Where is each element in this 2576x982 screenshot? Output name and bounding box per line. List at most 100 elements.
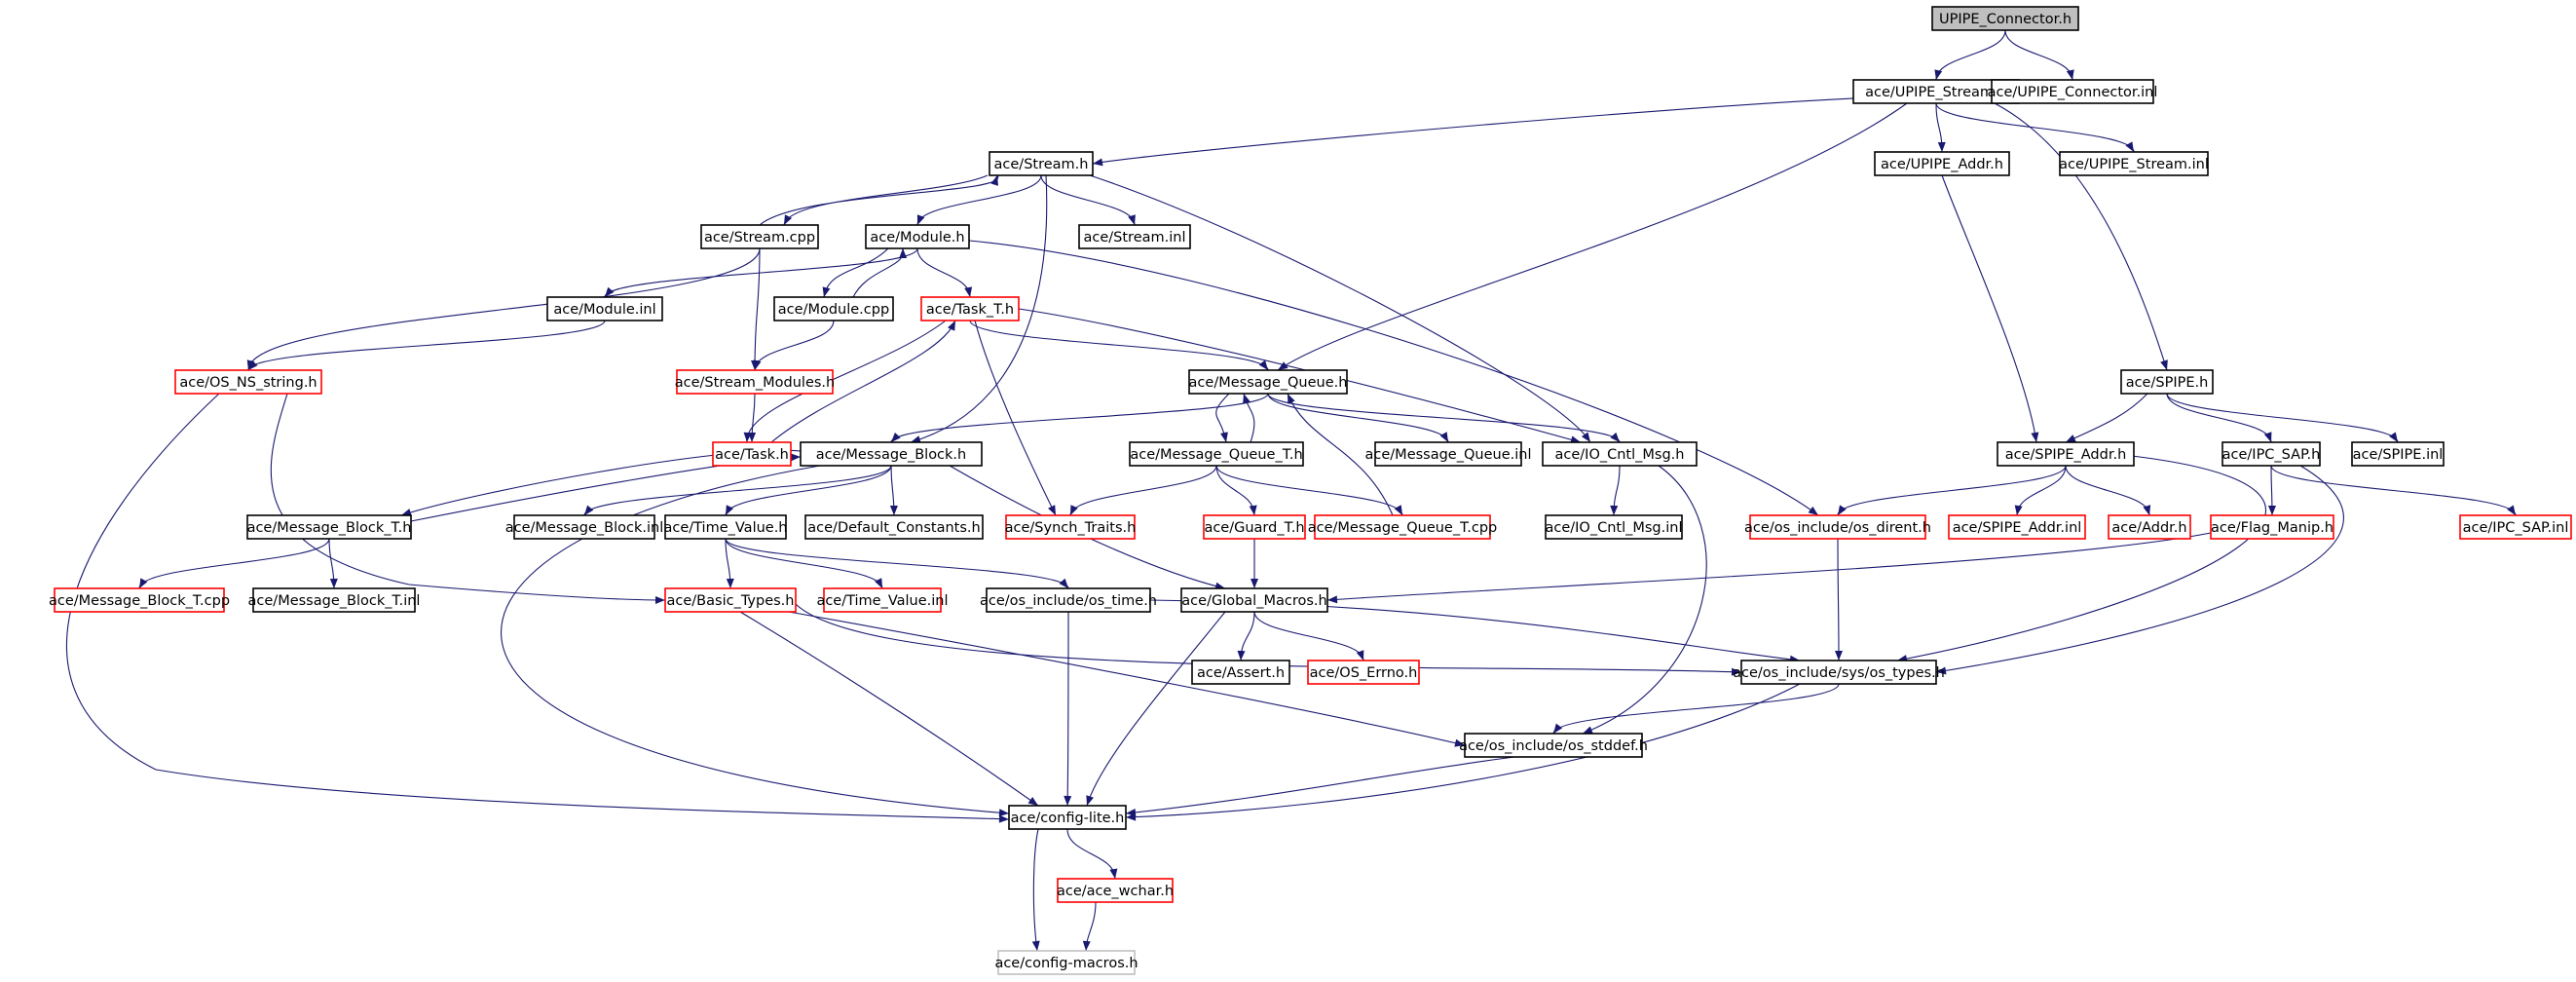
arrowhead: [1243, 394, 1251, 404]
arrowhead: [1086, 795, 1094, 806]
arrowhead: [2031, 432, 2039, 442]
node-label: ace/Message_Block_T.cpp: [49, 593, 230, 609]
node-message-queue-inl[interactable]: ace/Message_Queue.inl: [1365, 441, 1532, 467]
node-ace-wchar-h[interactable]: ace/ace_wchar.h: [1057, 878, 1174, 903]
node-label: ace/os_include/sys/os_types.h: [1733, 665, 1945, 681]
node-spipe-addr-h[interactable]: ace/SPIPE_Addr.h: [1997, 441, 2135, 467]
edge-ace-basic-types-h-to-ace-config-lite-h: [739, 611, 1039, 807]
edge-ace-flag-manip-h-to-ace-global-macros-h: [1326, 532, 2212, 604]
node-stream-modules-h[interactable]: ace/Stream_Modules.h: [675, 369, 835, 395]
arrowhead: [2267, 505, 2276, 515]
node-default-constants-h[interactable]: ace/Default_Constants.h: [804, 514, 984, 540]
node-time-value-h[interactable]: ace/Time_Value.h: [663, 514, 788, 540]
node-upipe-addr-h[interactable]: ace/UPIPE_Addr.h: [1874, 151, 2010, 176]
node-os-time-h[interactable]: ace/os_include/os_time.h: [980, 587, 1157, 613]
node-stream-cpp[interactable]: ace/Stream.cpp: [700, 224, 819, 249]
node-upipe-connector-h[interactable]: UPIPE_Connector.h: [1931, 6, 2079, 31]
node-io-cntl-msg-h[interactable]: ace/IO_Cntl_Msg.h: [1542, 441, 1698, 467]
node-label: UPIPE_Connector.h: [1939, 12, 2072, 27]
node-synch-traits-h[interactable]: ace/Synch_Traits.h: [1005, 514, 1137, 540]
arrowhead: [822, 286, 831, 297]
node-label: ace/Time_Value.inl: [816, 593, 948, 609]
node-label: ace/os_include/os_stddef.h: [1459, 738, 1648, 754]
edge-ace-os-ns-string-h-to-ace-basic-types-h: [270, 393, 666, 604]
node-label: ace/UPIPE_Connector.inl: [1988, 85, 2158, 100]
node-message-block-inl[interactable]: ace/Message_Block.inl: [505, 514, 664, 540]
node-spipe-addr-inl[interactable]: ace/SPIPE_Addr.inl: [1948, 514, 2086, 540]
edge-ace-time-value-h-to-ace-basic-types-h: [725, 538, 734, 589]
node-label: ace/SPIPE.inl: [2353, 447, 2444, 463]
edge-ace-stream-h-to-ace-message-block-h: [910, 174, 1048, 443]
arrowhead: [1934, 69, 1943, 80]
edge-ace-io-cntl-msg-h-to-ace-io-cntl-msg-inl: [1610, 465, 1621, 516]
node-module-h[interactable]: ace/Module.h: [865, 224, 970, 249]
arrowhead: [726, 505, 734, 515]
node-global-macros-h[interactable]: ace/Global_Macros.h: [1180, 587, 1328, 613]
node-label: ace/UPIPE_Stream.h: [1865, 85, 2007, 100]
arrowhead: [911, 435, 921, 443]
edge-ace-message-queue-h-to-ace-io-cntl-msg-h: [1267, 393, 1621, 443]
node-os-stddef-h[interactable]: ace/os_include/os_stddef.h: [1459, 733, 1648, 758]
node-stream-h[interactable]: ace/Stream.h: [989, 151, 1094, 176]
node-time-value-inl[interactable]: ace/Time_Value.inl: [816, 587, 949, 613]
node-spipe-inl[interactable]: ace/SPIPE.inl: [2351, 441, 2445, 467]
edge-ace-upipe-stream-h-to-ace-message-queue-h: [1277, 102, 1908, 371]
arrowhead: [605, 286, 615, 297]
node-module-cpp[interactable]: ace/Module.cpp: [773, 296, 894, 321]
node-ipc-sap-inl[interactable]: ace/IPC_SAP.inl: [2459, 514, 2572, 540]
node-upipe-stream-inl[interactable]: ace/UPIPE_Stream.inl: [2059, 151, 2209, 176]
arrowhead: [790, 453, 801, 462]
node-task-t-h[interactable]: ace/Task_T.h: [920, 296, 1020, 321]
node-label: ace/SPIPE_Addr.inl: [1953, 520, 2082, 536]
node-message-block-t-inl[interactable]: ace/Message_Block_T.inl: [248, 587, 421, 613]
node-task-h[interactable]: ace/Task.h: [712, 441, 792, 467]
node-label: ace/Synch_Traits.h: [1005, 520, 1137, 536]
arrowhead: [1356, 650, 1364, 661]
arrowhead: [2014, 505, 2023, 515]
node-ipc-sap-h[interactable]: ace/IPC_SAP.h: [2221, 441, 2321, 467]
node-label: ace/os_include/os_dirent.h: [1744, 520, 1931, 536]
arrowhead: [1553, 723, 1563, 734]
arrowhead: [753, 359, 762, 370]
arrowhead: [1288, 394, 1295, 404]
node-message-block-h[interactable]: ace/Message_Block.h: [800, 441, 983, 467]
node-stream-inl[interactable]: ace/Stream.inl: [1078, 224, 1191, 249]
node-message-block-t-cpp[interactable]: ace/Message_Block_T.cpp: [49, 587, 230, 613]
node-os-errno-h[interactable]: ace/OS_Errno.h: [1307, 660, 1420, 685]
node-config-macros-h[interactable]: ace/config-macros.h: [994, 950, 1139, 975]
node-label: ace/Message_Queue_T.h: [1130, 447, 1302, 463]
arrowhead: [1220, 432, 1228, 442]
arrowhead: [990, 175, 998, 186]
node-flag-manip-h[interactable]: ace/Flag_Manip.h: [2210, 514, 2334, 540]
node-message-queue-t-h[interactable]: ace/Message_Queue_T.h: [1129, 441, 1304, 467]
node-config-lite-h[interactable]: ace/config-lite.h: [1008, 805, 1127, 830]
node-addr-h[interactable]: ace/Addr.h: [2108, 514, 2191, 540]
node-io-cntl-msg-inl[interactable]: ace/IO_Cntl_Msg.inl: [1545, 514, 1683, 540]
node-label: ace/Default_Constants.h: [807, 520, 980, 536]
node-assert-h[interactable]: ace/Assert.h: [1191, 660, 1290, 685]
arrowhead: [2125, 141, 2134, 152]
node-label: ace/Message_Block.h: [816, 447, 966, 463]
node-guard-t-h[interactable]: ace/Guard_T.h: [1203, 514, 1306, 540]
edge-ace-message-queue-t-h-to-ace-message-queue-t-cpp: [1215, 465, 1403, 516]
node-message-queue-h[interactable]: ace/Message_Queue.h: [1188, 369, 1348, 395]
arrowhead: [1583, 726, 1593, 734]
node-basic-types-h[interactable]: ace/Basic_Types.h: [664, 587, 797, 613]
node-os-types-h[interactable]: ace/os_include/sys/os_types.h: [1733, 660, 1945, 685]
arrowhead: [1031, 940, 1040, 951]
node-message-block-t-h[interactable]: ace/Message_Block_T.h: [246, 514, 412, 540]
node-module-inl[interactable]: ace/Module.inl: [546, 296, 663, 321]
node-spipe-h[interactable]: ace/SPIPE.h: [2120, 369, 2214, 395]
edge-ace-io-cntl-msg-h-to-ace-os-include-os-stddef-h: [1582, 465, 1707, 735]
node-label: ace/Guard_T.h: [1204, 520, 1304, 536]
arrowhead: [139, 578, 148, 588]
node-message-queue-t-cpp[interactable]: ace/Message_Queue_T.cpp: [1308, 514, 1497, 540]
arrowhead: [875, 578, 882, 588]
node-upipe-connector-inl[interactable]: ace/UPIPE_Connector.inl: [1988, 79, 2158, 104]
node-os-dirent-h[interactable]: ace/os_include/os_dirent.h: [1744, 514, 1931, 540]
edge-ace-module-h-to-ace-module-cpp: [822, 247, 889, 298]
edge-ace-module-h-to-ace-task-t-h: [916, 247, 973, 298]
arrowhead: [899, 248, 908, 259]
node-os-ns-string-h[interactable]: ace/OS_NS_string.h: [174, 369, 322, 395]
